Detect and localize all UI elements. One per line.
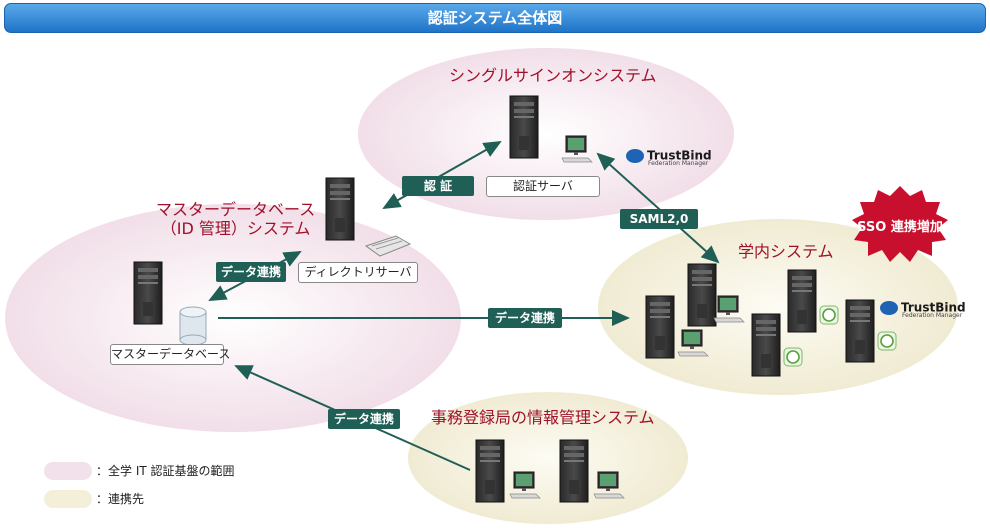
legend-text-scope: ：全学 IT 認証基盤の範囲 <box>96 464 235 478</box>
data-link-tag-2: データ連携 <box>488 308 562 328</box>
title-bar: 認証システム全体図 <box>4 3 986 33</box>
sso-badge-label: SSO 連携増加 <box>857 220 943 235</box>
sso-badge-burst <box>852 186 948 262</box>
legend-swatch-partner <box>44 490 92 508</box>
campus-system-title: 学内システム <box>738 242 834 261</box>
office-server-icon-2 <box>559 439 589 503</box>
campus-badge-icon-3 <box>877 331 897 351</box>
campus-badge-icon-2 <box>783 347 803 367</box>
auth-server-label: 認証サーバ <box>486 176 600 197</box>
campus-server-icon-1 <box>687 263 717 327</box>
database-icon <box>179 306 207 346</box>
directory-device-icon <box>364 235 412 257</box>
office-system-title: 事務登録局の情報管理システム <box>431 408 655 427</box>
directory-server-label: ディレクトリサーバ <box>298 262 418 283</box>
sso-system-title: シングルサインオンシステム <box>449 66 657 85</box>
data-link-tag-1: データ連携 <box>216 262 286 282</box>
campus-server-icon-2 <box>645 295 675 359</box>
office-server-icon-1 <box>475 439 505 503</box>
campus-server-icon-4 <box>751 313 781 377</box>
globe-icon <box>880 300 898 315</box>
auth-arrow <box>382 141 502 209</box>
globe-icon <box>626 148 644 163</box>
master-server-icon <box>133 261 163 325</box>
master-system-title: マスターデータベース （ID 管理）システム <box>156 200 316 238</box>
legend-swatch-scope <box>44 462 92 480</box>
saml-tag: SAML2,0 <box>620 209 698 229</box>
campus-badge-icon-1 <box>819 305 839 325</box>
trustbind-logo-sso: TrustBind Federation Manager <box>626 148 712 167</box>
auth-server-icon <box>509 95 539 159</box>
legend-text-partner: ：連携先 <box>96 492 145 506</box>
saml-arrow <box>596 152 720 264</box>
trustbind-logo-campus: TrustBind Federation Manager <box>880 300 966 319</box>
data-link-tag-3: データ連携 <box>328 409 400 429</box>
campus-server-icon-5 <box>845 299 875 363</box>
campus-server-icon-3 <box>787 269 817 333</box>
directory-server-icon <box>325 177 355 241</box>
master-db-label: マスターデータベース <box>110 344 230 365</box>
auth-tag: 認 証 <box>402 176 474 196</box>
